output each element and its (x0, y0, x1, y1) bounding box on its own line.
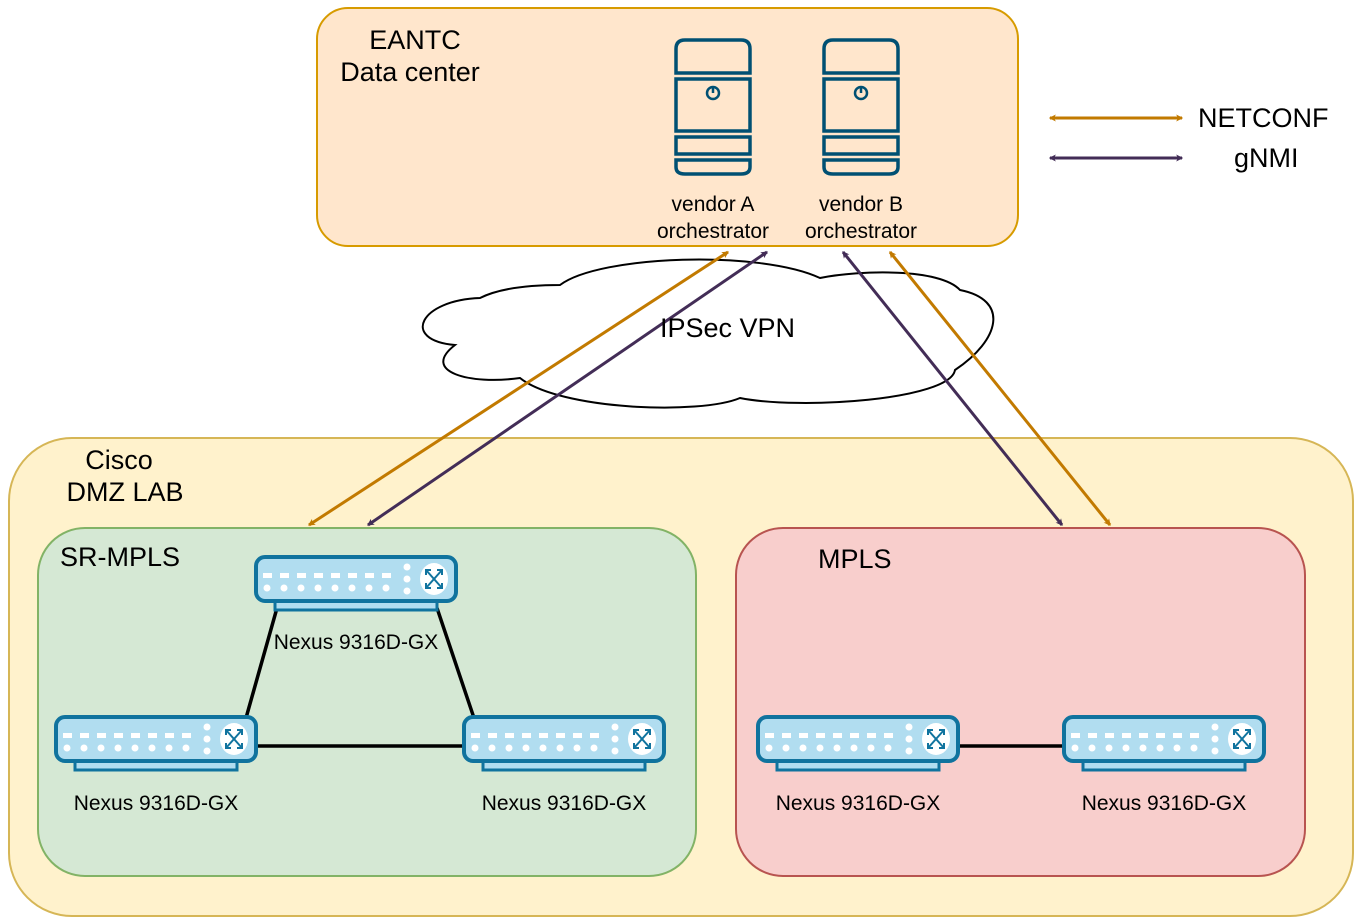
vendor-b-server-icon[interactable] (821, 37, 901, 177)
ipsec-vpn-label: IPSec VPN (660, 313, 796, 343)
switch-sr-left-icon[interactable] (53, 714, 259, 778)
switch-mpls-right-icon[interactable] (1061, 714, 1267, 778)
legend-gnmi-label: gNMI (1234, 143, 1299, 173)
mpls-title: MPLS (818, 544, 892, 574)
vendor-b-label: vendor B orchestrator (791, 191, 931, 245)
vendor-a-label-line2: orchestrator (656, 220, 770, 243)
cisco-title: Cisco DMZ LAB (60, 444, 190, 508)
switch-sr-top-icon[interactable] (253, 554, 459, 618)
sr-mpls-title: SR-MPLS (60, 542, 181, 572)
switch-mpls-left-icon[interactable] (755, 714, 961, 778)
legend-netconf-label: NETCONF (1198, 103, 1329, 133)
vendor-b-label-line1: vendor B (818, 193, 904, 216)
switch-sr-left-label: Nexus 9316D-GX (73, 792, 239, 815)
switch-sr-top-label: Nexus 9316D-GX (273, 631, 439, 654)
switch-mpls-left-label: Nexus 9316D-GX (775, 792, 941, 815)
eantc-data-center-group (316, 7, 1019, 247)
eantc-title-line2: Data center (340, 57, 480, 87)
vendor-a-label: vendor A orchestrator (643, 191, 783, 245)
vendor-a-server-icon[interactable] (673, 37, 753, 177)
mpls-group (735, 527, 1306, 877)
cisco-title-line1: Cisco (85, 445, 153, 475)
switch-mpls-right-label: Nexus 9316D-GX (1081, 792, 1247, 815)
switch-sr-right-icon[interactable] (461, 714, 667, 778)
eantc-title-line1: EANTC (369, 25, 461, 55)
vendor-b-label-line2: orchestrator (804, 220, 918, 243)
switch-sr-right-label: Nexus 9316D-GX (481, 792, 647, 815)
cisco-title-line2: DMZ LAB (66, 477, 184, 507)
eantc-title: EANTC Data center (340, 24, 480, 88)
vendor-a-label-line1: vendor A (671, 193, 755, 216)
